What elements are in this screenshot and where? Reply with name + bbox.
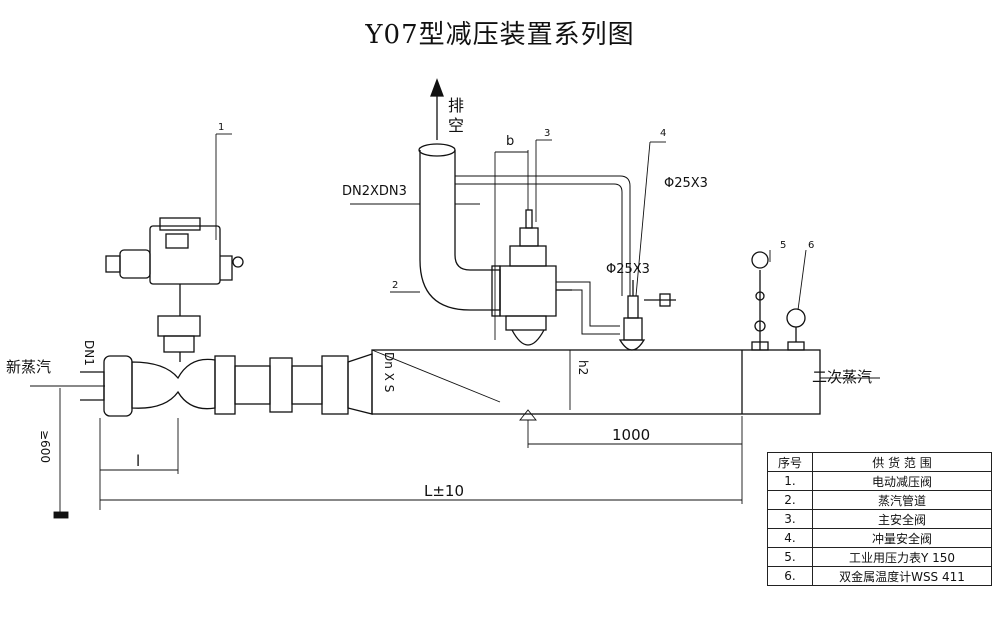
inlet-label: 新蒸汽 <box>6 358 52 376</box>
table-cell: 2. <box>767 490 813 510</box>
part-leaders <box>215 133 807 311</box>
table-cell: 6. <box>767 566 813 586</box>
table-row: 5. 工业用压力表Y 150 <box>767 547 992 567</box>
exhaust-label: 排 <box>448 96 465 115</box>
part-number-2: 2 <box>392 280 399 291</box>
pressure-gauge <box>751 251 769 351</box>
part-number-5: 5 <box>780 240 787 251</box>
table-cell: 蒸汽管道 <box>812 490 992 510</box>
impulse-piping <box>455 175 631 335</box>
table-cell: 工业用压力表Y 150 <box>812 547 992 567</box>
table-header-cell: 供 货 范 围 <box>812 452 992 472</box>
table-header-row: 序号 供 货 范 围 <box>767 452 992 472</box>
dim-1000: 1000 <box>612 426 651 444</box>
table-header-cell: 序号 <box>767 452 813 472</box>
h2-dimension: h2 <box>576 360 590 376</box>
part-number-1: 1 <box>218 122 225 133</box>
table-cell: 电动减压阀 <box>812 471 992 491</box>
table-cell: 4. <box>767 528 813 548</box>
thermometer <box>786 308 806 351</box>
parts-table: 序号 供 货 范 围 1. 电动减压阀 2. 蒸汽管道 3. 主安全阀 4. 冲… <box>767 452 992 586</box>
b-dimension: b <box>506 134 515 149</box>
table-cell: 双金属温度计WSS 411 <box>812 566 992 586</box>
exhaust-label-2: 空 <box>448 116 465 135</box>
drawing-title: Y07型减压装置系列图 <box>365 20 635 50</box>
outlet-label: 二次蒸汽 <box>812 368 873 386</box>
dn2-label: DN2XDN3 <box>342 184 407 199</box>
dimension-lines <box>53 150 743 519</box>
table-row: 2. 蒸汽管道 <box>767 490 992 510</box>
dim-L: L±10 <box>424 482 465 500</box>
main-safety-valve <box>491 209 572 346</box>
table-cell: 1. <box>767 471 813 491</box>
table-cell: 5. <box>767 547 813 567</box>
table-row: 1. 电动减压阀 <box>767 471 992 491</box>
table-cell: 冲量安全阀 <box>812 528 992 548</box>
dn-pipe-label: Dn X S <box>382 352 396 393</box>
dn1-label: DN1 <box>82 340 96 366</box>
table-row: 4. 冲量安全阀 <box>767 528 992 548</box>
table-cell: 3. <box>767 509 813 529</box>
table-cell: 主安全阀 <box>812 509 992 529</box>
table-row: 6. 双金属温度计WSS 411 <box>767 566 992 586</box>
part-number-4: 4 <box>660 128 667 139</box>
pipe-size-label-1: Φ25X3 <box>664 176 708 191</box>
table-row: 3. 主安全阀 <box>767 509 992 529</box>
main-pipe <box>30 349 880 417</box>
exhaust-pipe <box>418 78 501 311</box>
dim-600: ≥600 <box>38 430 52 463</box>
pipe-size-label-2: Φ25X3 <box>606 262 650 277</box>
part-number-6: 6 <box>808 240 815 251</box>
part-number-3: 3 <box>544 128 551 139</box>
dim-l: l <box>136 452 141 470</box>
electric-actuator <box>105 217 244 362</box>
impulse-safety-valve <box>618 280 676 351</box>
